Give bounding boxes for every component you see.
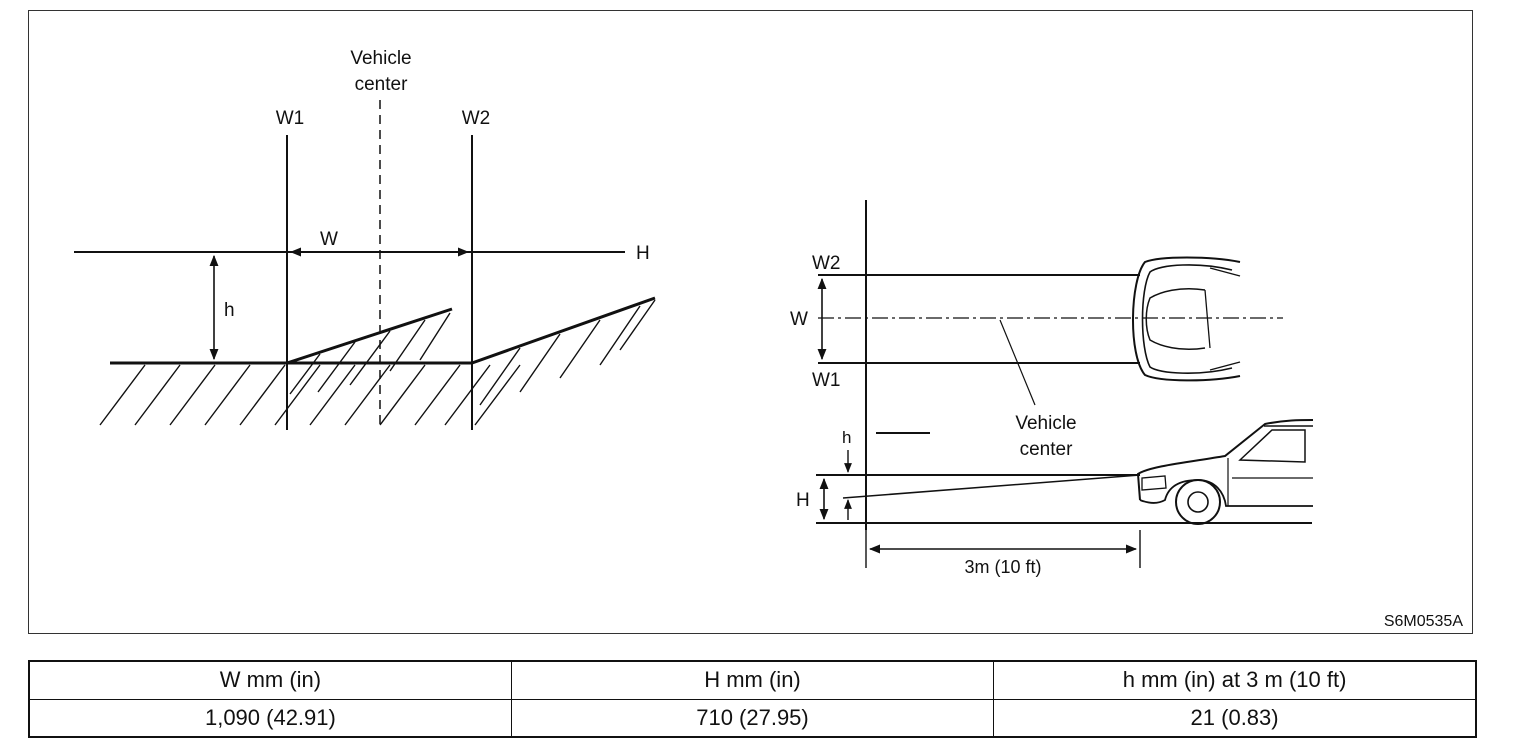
h-lower-label-right: h — [842, 428, 851, 447]
vehicle-center-leader — [999, 319, 1036, 406]
h-upper-label: H — [636, 243, 650, 264]
car-top-view-icon — [1132, 256, 1241, 382]
vehicle-center-label-line1: Vehicle — [350, 48, 411, 69]
vehicle-setup-diagram: W2 W W1 Vehicle center h H 3m (10 ft) — [790, 200, 1314, 577]
h-lower-label: h — [224, 300, 235, 321]
ground-hatching — [99, 299, 656, 426]
vehicle-center-label-line2: center — [355, 74, 408, 95]
vehicle-center-label-right-line2: center — [1020, 439, 1073, 460]
aiming-spec-table: W mm (in) H mm (in) h mm (in) at 3 m (10… — [28, 660, 1477, 738]
w1-label: W1 — [276, 108, 305, 129]
car-side-view-icon — [1136, 419, 1314, 525]
beam-cutoff-line — [110, 296, 656, 365]
table-row: 1,090 (42.91) 710 (27.95) 21 (0.83) — [28, 698, 1477, 738]
value-h-upper: 710 (27.95) — [510, 698, 995, 738]
w2-label-right: W2 — [812, 253, 841, 274]
w-label-right: W — [790, 309, 808, 330]
figure-code: S6M0535A — [1384, 613, 1463, 630]
beam-line — [842, 474, 1141, 499]
distance-label: 3m (10 ft) — [964, 557, 1041, 577]
header-h-lower: h mm (in) at 3 m (10 ft) — [993, 660, 1477, 700]
header-w: W mm (in) — [28, 660, 512, 700]
vehicle-center-label-right-line1: Vehicle — [1015, 413, 1076, 434]
value-h-lower: 21 (0.83) — [993, 698, 1477, 738]
table-header-row: W mm (in) H mm (in) h mm (in) at 3 m (10… — [28, 660, 1477, 700]
figure-frame — [28, 10, 1473, 634]
h-upper-label-right: H — [796, 490, 810, 511]
header-h-upper: H mm (in) — [510, 660, 995, 700]
w-label: W — [320, 229, 338, 250]
w2-label: W2 — [462, 108, 491, 129]
w1-label-right: W1 — [812, 370, 841, 391]
headlight-aiming-diagram: Vehicle center W1 W2 W H h — [74, 48, 1463, 630]
value-w: 1,090 (42.91) — [28, 698, 512, 738]
screen-pattern-diagram: Vehicle center W1 W2 W H h — [74, 48, 656, 430]
